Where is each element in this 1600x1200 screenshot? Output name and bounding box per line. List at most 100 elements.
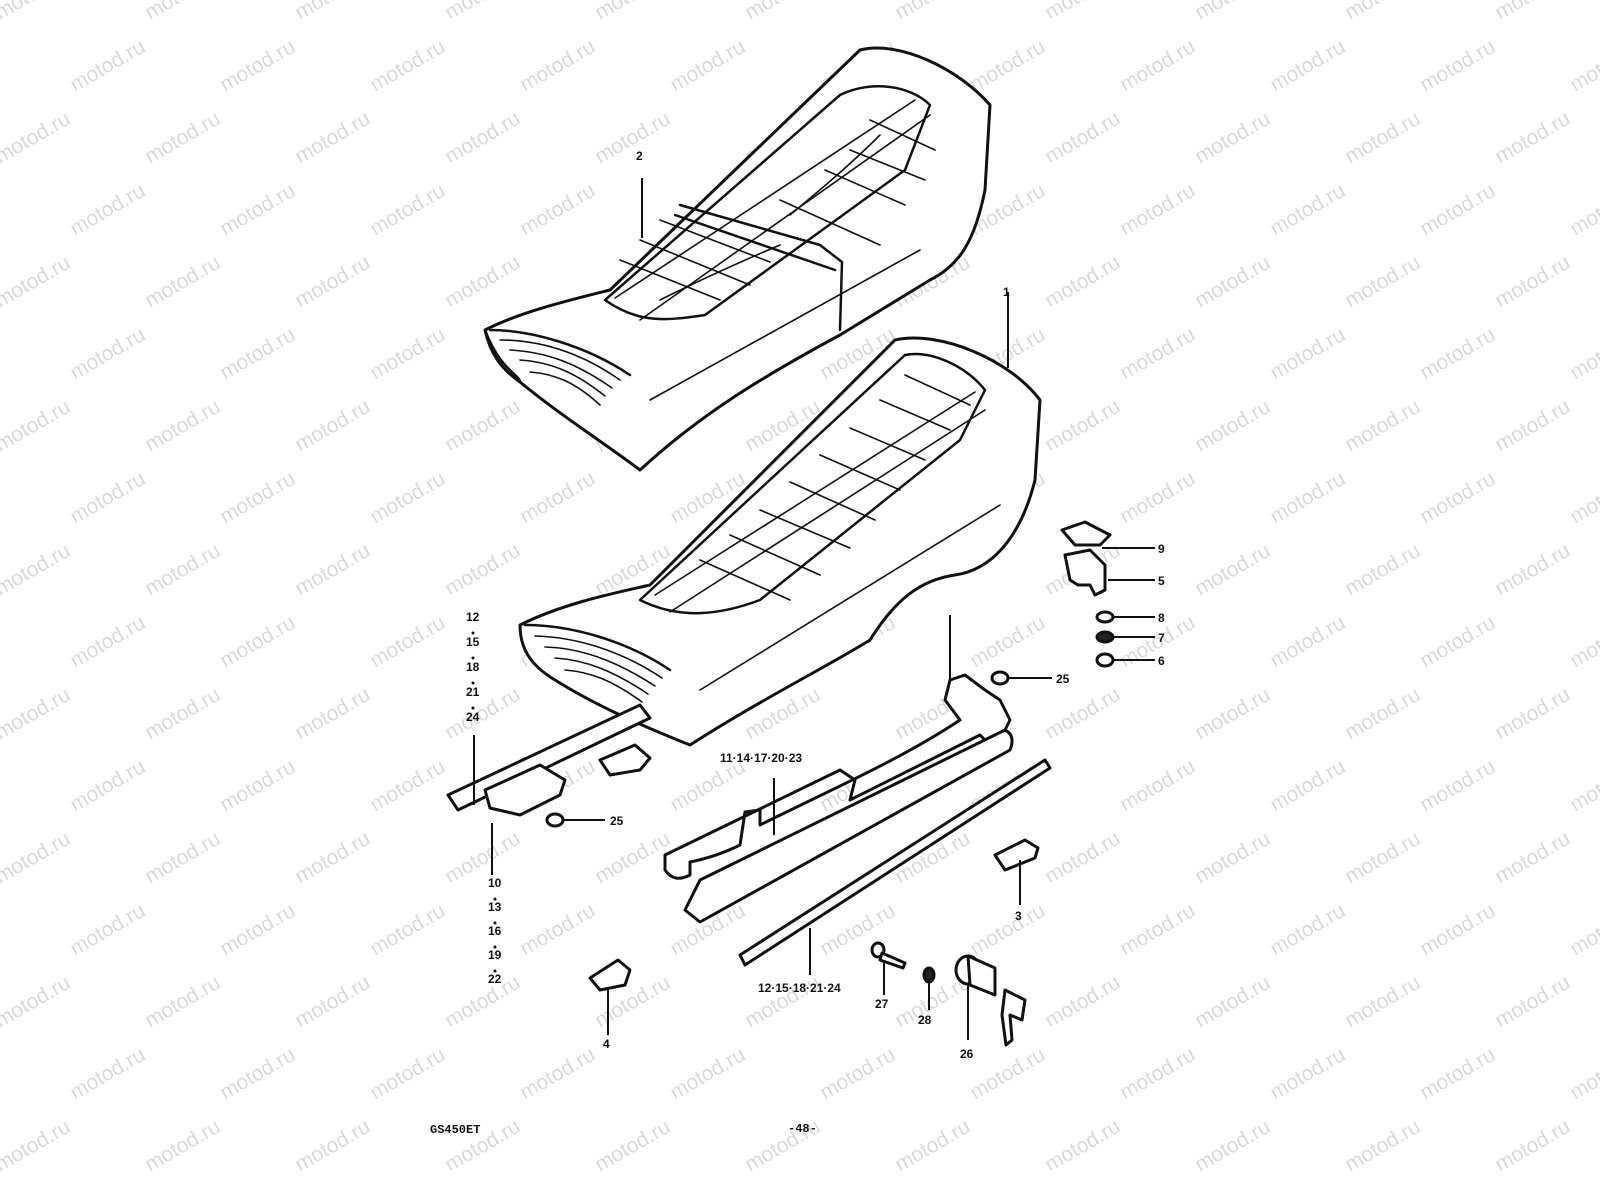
watermark-text-98: motod.ru (291, 539, 374, 600)
watermark-text-94: motod.ru (1416, 467, 1499, 528)
watermark-text-129: motod.ru (1341, 683, 1424, 744)
nut-6 (1095, 652, 1115, 668)
watermark-text-56: motod.ru (1191, 251, 1274, 312)
watermark-text-188: motod.ru (1116, 1043, 1199, 1104)
watermark-text-88: motod.ru (516, 467, 599, 528)
watermark-text-40: motod.ru (516, 179, 599, 240)
watermark-text-96: motod.ru (0, 539, 74, 600)
watermark-text-118: motod.ru (1416, 611, 1499, 672)
watermark-text-74: motod.ru (291, 395, 374, 456)
watermark-text-23: motod.ru (1566, 35, 1600, 96)
watermark-text-160: motod.ru (516, 899, 599, 960)
watermark-text-63: motod.ru (366, 323, 449, 384)
watermark-text-97: motod.ru (141, 539, 224, 600)
watermark-text-122: motod.ru (291, 683, 374, 744)
watermark-text-185: motod.ru (666, 1043, 749, 1104)
washer-7 (1095, 630, 1115, 644)
watermark-text-85: motod.ru (66, 467, 149, 528)
watermark-text-135: motod.ru (366, 755, 449, 816)
label-part-26: 26 (960, 1047, 974, 1061)
nut-25-left (545, 812, 565, 828)
watermark-text-10: motod.ru (1491, 0, 1574, 24)
watermark-text-24: motod.ru (0, 107, 74, 168)
bracket-5 (1063, 548, 1107, 597)
watermark-text-86: motod.ru (216, 467, 299, 528)
watermark-text-175: motod.ru (1041, 971, 1124, 1032)
watermark-text-148: motod.ru (591, 827, 674, 888)
watermark-text-128: motod.ru (1191, 683, 1274, 744)
watermark-text-22: motod.ru (1416, 35, 1499, 96)
stack-top-label-dot-3 (471, 706, 475, 710)
watermark-text-154: motod.ru (1491, 827, 1574, 888)
watermark-text-13: motod.ru (66, 35, 149, 96)
watermark-text-93: motod.ru (1266, 467, 1349, 528)
watermark-text-115: motod.ru (966, 611, 1049, 672)
watermark-text-192: motod.ru (0, 1115, 74, 1176)
watermark-text-176: motod.ru (1191, 971, 1274, 1032)
watermark-text-68: motod.ru (1116, 323, 1199, 384)
label-part-2: 2 (636, 149, 643, 163)
stack-bottom-label-dot-1 (493, 921, 497, 925)
stack-bottom-label-1: 13 (488, 900, 502, 914)
watermark-text-134: motod.ru (216, 755, 299, 816)
watermark-text-92: motod.ru (1116, 467, 1199, 528)
hinge-bracket-assembly (446, 703, 652, 817)
watermark-text-158: motod.ru (216, 899, 299, 960)
label-part-8: 8 (1158, 611, 1165, 625)
label-part-5: 5 (1158, 574, 1165, 588)
watermark-text-21: motod.ru (1266, 35, 1349, 96)
watermark-text-62: motod.ru (216, 323, 299, 384)
stack-bottom-label-dot-2 (493, 945, 497, 949)
stack-top-label-1: 15 (466, 635, 480, 649)
watermark-text-183: motod.ru (366, 1043, 449, 1104)
label-part-6: 6 (1158, 654, 1165, 668)
watermark-text-117: motod.ru (1266, 611, 1349, 672)
watermark-text-7: motod.ru (1041, 0, 1124, 24)
watermark-text-127: motod.ru (1041, 683, 1124, 744)
watermark-text-121: motod.ru (141, 683, 224, 744)
watermark-text-123: motod.ru (441, 683, 524, 744)
label-part-7: 7 (1158, 631, 1165, 645)
watermark-text-47: motod.ru (1566, 179, 1600, 240)
watermark-text-177: motod.ru (1341, 971, 1424, 1032)
seat-base (663, 673, 1052, 967)
watermark-text-80: motod.ru (1191, 395, 1274, 456)
watermark-text-111: motod.ru (366, 611, 449, 672)
label-part-25-right: 25 (1056, 672, 1070, 686)
watermark-text-171: motod.ru (441, 971, 524, 1032)
watermark-text-25: motod.ru (141, 107, 224, 168)
watermark-text-105: motod.ru (1341, 539, 1424, 600)
watermark-text-45: motod.ru (1266, 179, 1349, 240)
watermark-text-193: motod.ru (141, 1115, 224, 1176)
watermark-text-145: motod.ru (141, 827, 224, 888)
watermark-text-50: motod.ru (291, 251, 374, 312)
watermark-text-99: motod.ru (441, 539, 524, 600)
watermark-text-26: motod.ru (291, 107, 374, 168)
watermark-text-187: motod.ru (966, 1043, 1049, 1104)
watermark-text-144: motod.ru (0, 827, 74, 888)
stack-top-label-dot-0 (471, 631, 475, 635)
watermark-text-133: motod.ru (66, 755, 149, 816)
watermark-text-199: motod.ru (1041, 1115, 1124, 1176)
stack-top-label-2: 18 (466, 660, 480, 674)
watermark-text-20: motod.ru (1116, 35, 1199, 96)
watermark-text-159: motod.ru (366, 899, 449, 960)
watermark-text-140: motod.ru (1116, 755, 1199, 816)
watermark-text-191: motod.ru (1566, 1043, 1600, 1104)
watermark-text-79: motod.ru (1041, 395, 1124, 456)
watermark-text-166: motod.ru (1416, 899, 1499, 960)
watermark-text-194: motod.ru (291, 1115, 374, 1176)
watermark-text-165: motod.ru (1266, 899, 1349, 960)
watermark-text-16: motod.ru (516, 35, 599, 96)
watermark-text-146: motod.ru (291, 827, 374, 888)
stack-bottom-label-0: 10 (488, 876, 502, 890)
watermark-text-196: motod.ru (591, 1115, 674, 1176)
washer-28 (922, 966, 936, 984)
footer-page-number: -48- (788, 1122, 817, 1136)
watermark-text-82: motod.ru (1491, 395, 1574, 456)
stack-top-label-dot-1 (471, 656, 475, 660)
watermark-text-147: motod.ru (441, 827, 524, 888)
watermark-text-28: motod.ru (591, 107, 674, 168)
